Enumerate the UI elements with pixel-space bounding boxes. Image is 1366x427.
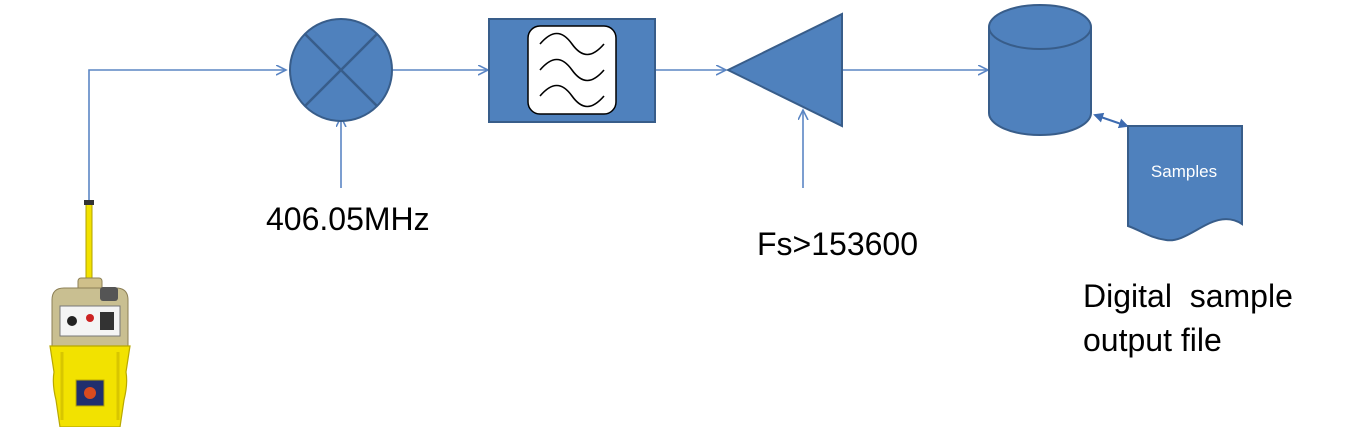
emergency-beacon-icon xyxy=(49,200,131,427)
antenna-to-mixer-line xyxy=(88,70,286,200)
storage-samples-link xyxy=(1093,112,1129,129)
mixer-frequency-label: 406.05MHz xyxy=(266,201,430,237)
storage-cylinder-icon xyxy=(988,4,1092,136)
samples-label: Samples xyxy=(1151,162,1217,181)
bandpass-filter-icon xyxy=(488,18,656,123)
sample-rate-label: Fs>153600 xyxy=(757,226,918,262)
document-icon xyxy=(1127,125,1243,242)
mixer-icon xyxy=(289,18,393,122)
output-file-label-line1: Digital sample xyxy=(1083,278,1293,314)
output-file-label-line2: output file xyxy=(1083,322,1222,358)
amplifier-icon xyxy=(725,12,843,128)
